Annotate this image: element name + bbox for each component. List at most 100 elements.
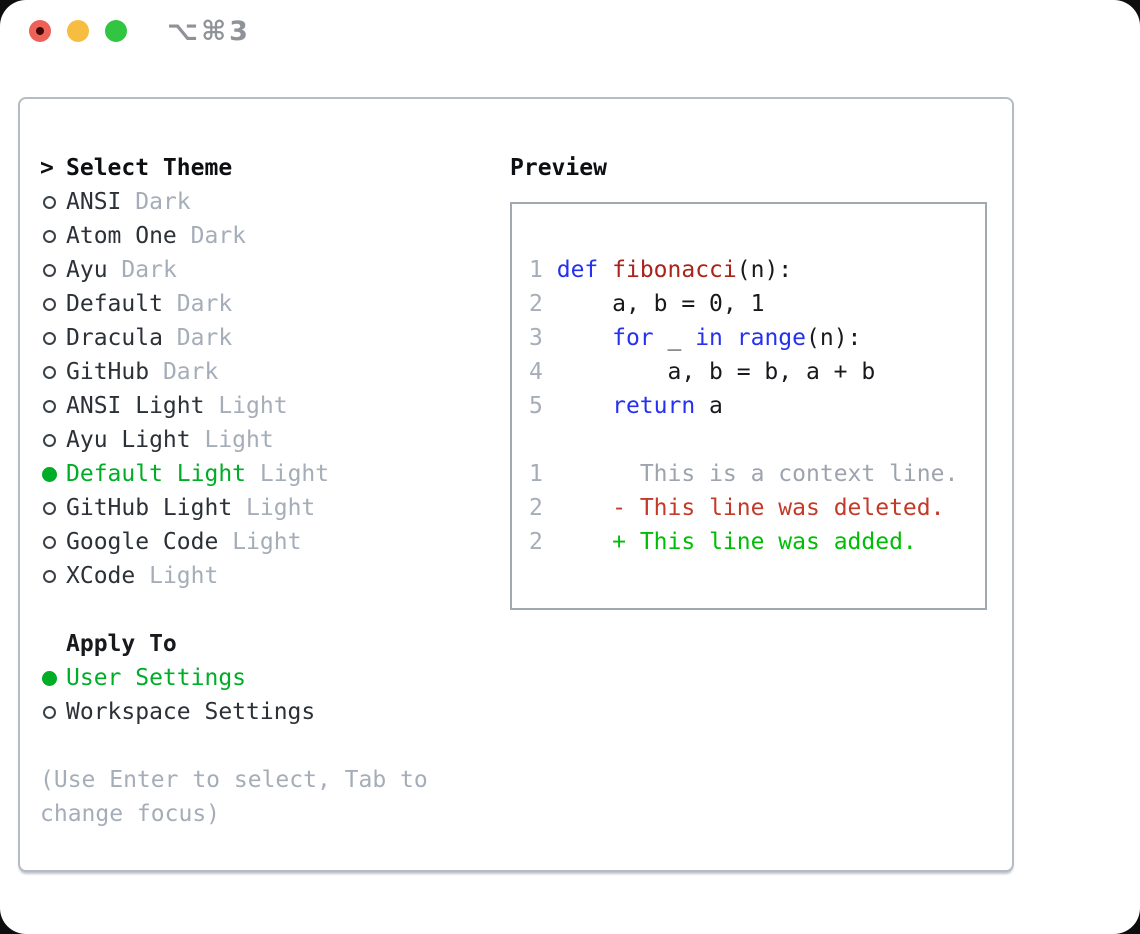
spacer [40,593,490,627]
titlebar: ⌥⌘3 [0,0,1140,62]
code-token: range [736,325,807,351]
theme-item-xcode[interactable]: XCode Light [40,559,490,593]
focus-prompt-icon: > [40,155,54,181]
radio-icon [43,535,56,549]
theme-item-ansi[interactable]: ANSI Dark [40,185,490,219]
diff-line-context: 1 This is a context line. [529,457,985,491]
theme-item-label: Ayu Dark [66,257,177,283]
theme-variant: Dark [190,223,247,249]
theme-item-ayu-light[interactable]: Ayu Light Light [40,423,490,457]
theme-variant: Light [218,393,288,419]
diff-text: This line was deleted. [639,495,945,521]
theme-name: GitHub Light [66,495,233,521]
theme-variant: Light [232,529,302,555]
theme-item-label: Atom One Dark [66,223,246,249]
code-token: a, b = b, a + b [556,359,876,385]
right-column: Preview 1 def fibonacci(n): 2 a, b = 0, 1… [510,151,987,610]
diff-text: This is a context line. [639,461,959,487]
apply-option-user-settings[interactable]: User Settings [40,661,490,695]
blank-line [529,423,985,457]
line-number: 2 [529,529,543,555]
theme-name: GitHub [66,359,150,385]
radio-selected-icon [42,670,57,686]
theme-item-google-code[interactable]: Google Code Light [40,525,490,559]
code-line: 1 def fibonacci(n): [529,253,985,287]
line-number: 4 [529,359,543,385]
theme-item-github-light[interactable]: GitHub Light Light [40,491,490,525]
theme-item-github[interactable]: GitHub Dark [40,355,490,389]
theme-name: ANSI [66,189,122,215]
radio-icon [43,365,56,379]
code-token: a [695,393,723,419]
select-theme-title: Select Theme [66,155,233,181]
theme-item-atom-one[interactable]: Atom One Dark [40,219,490,253]
theme-item-label: Default Dark [66,291,232,317]
radio-icon [43,229,56,243]
theme-item-label: Google Code Light [66,529,301,555]
theme-name: Default [66,291,163,317]
theme-item-default[interactable]: Default Dark [40,287,490,321]
radio-icon [43,501,56,515]
line-number: 1 [529,257,543,283]
apply-to-header: Apply To [40,627,490,661]
theme-item-default-light[interactable]: Default Light Light [40,457,490,491]
preview-title: Preview [510,155,607,181]
theme-name: Dracula [66,325,163,351]
apply-option-workspace-settings[interactable]: Workspace Settings [40,695,490,729]
theme-variant: Dark [135,189,191,215]
theme-item-label: GitHub Light Light [66,495,315,521]
code-token: _ [653,325,696,351]
diff-text: This line was added. [639,529,917,555]
code-token [557,393,612,419]
theme-variant: Dark [176,291,233,317]
theme-item-label: ANSI Light Light [66,393,288,419]
theme-name: Ayu Light [66,427,191,453]
radio-icon [43,331,56,345]
theme-name: Google Code [66,529,219,555]
diff-sign [612,461,626,487]
keyboard-hint: (Use Enter to select, Tab to change focu… [40,767,428,827]
diff-sign: - [612,495,626,521]
code-token [723,325,737,351]
theme-name: XCode [66,563,136,589]
window-title: ⌥⌘3 [167,15,251,47]
line-number: 2 [529,291,543,317]
code-token: fibonacci [612,257,737,283]
radio-icon [43,195,56,209]
line-number: 1 [529,461,543,487]
theme-item-label: ANSI Dark [66,189,191,215]
radio-icon [43,705,56,719]
theme-name: Ayu [66,257,108,283]
diff-sign: + [612,529,626,555]
radio-icon [43,569,56,583]
theme-variant: Light [149,563,219,589]
code-token: a, b = 0, 1 [556,291,765,317]
theme-variant: Dark [162,359,219,385]
code-line: 4 a, b = b, a + b [529,355,985,389]
code-token [598,257,612,283]
theme-item-dracula[interactable]: Dracula Dark [40,321,490,355]
code-line: 5 return a [529,389,985,423]
theme-item-ansi-light[interactable]: ANSI Light Light [40,389,490,423]
apply-option-label: Workspace Settings [66,699,316,725]
close-button[interactable] [29,20,51,42]
line-number: 3 [529,325,543,351]
theme-item-label: XCode Light [66,563,218,589]
zoom-button[interactable] [105,20,127,42]
radio-icon [43,433,56,447]
apply-to-title: Apply To [66,631,177,657]
code-token: return [612,393,696,419]
theme-variant: Light [246,495,316,521]
theme-item-label: Ayu Light Light [66,427,274,453]
theme-item-ayu[interactable]: Ayu Dark [40,253,490,287]
diff-line-added: 2 + This line was added. [529,525,985,559]
line-number: 5 [529,393,543,419]
diff-line-deleted: 2 - This line was deleted. [529,491,985,525]
minimize-button[interactable] [67,20,89,42]
